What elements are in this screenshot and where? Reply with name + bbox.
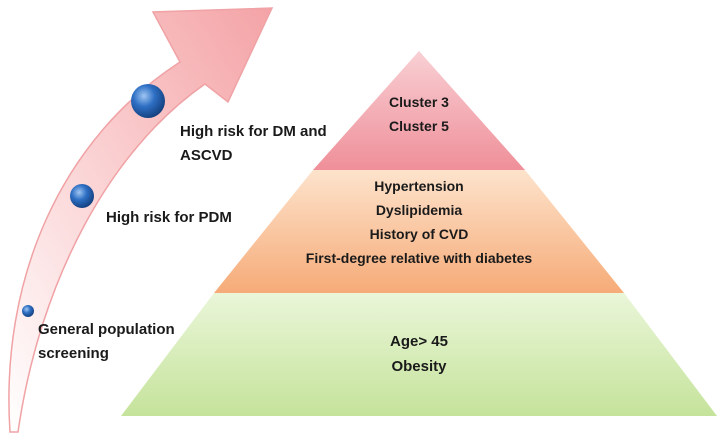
- tier-item: Age> 45: [390, 333, 448, 350]
- pyramid-bottom-tier: [121, 293, 717, 416]
- risk-label-medium: High risk for PDM: [106, 209, 232, 226]
- tier-item: History of CVD: [369, 226, 469, 242]
- pyramid-middle-tier: [214, 170, 624, 293]
- tier-item: First-degree relative with diabetes: [305, 250, 533, 266]
- risk-sphere-high: [131, 84, 165, 118]
- middle-tier-text: Hypertension Dyslipidemia History of CVD…: [306, 174, 532, 270]
- pyramid-top-tier: [313, 51, 525, 170]
- risk-label-high: High risk for DM and ASCVD: [180, 123, 327, 164]
- tier-item: Dyslipidemia: [375, 202, 463, 218]
- tier-item: Obesity: [391, 358, 447, 375]
- tier-item: Hypertension: [374, 178, 464, 194]
- tier-item: Cluster 3: [389, 94, 449, 110]
- risk-sphere-medium: [70, 184, 94, 208]
- tier-item: Cluster 5: [389, 118, 449, 134]
- top-tier-text: Cluster 3 Cluster 5: [389, 90, 449, 138]
- bottom-tier-text: Age> 45 Obesity: [390, 329, 448, 379]
- risk-label-low: General population screening: [38, 321, 175, 362]
- risk-sphere-low: [22, 305, 34, 317]
